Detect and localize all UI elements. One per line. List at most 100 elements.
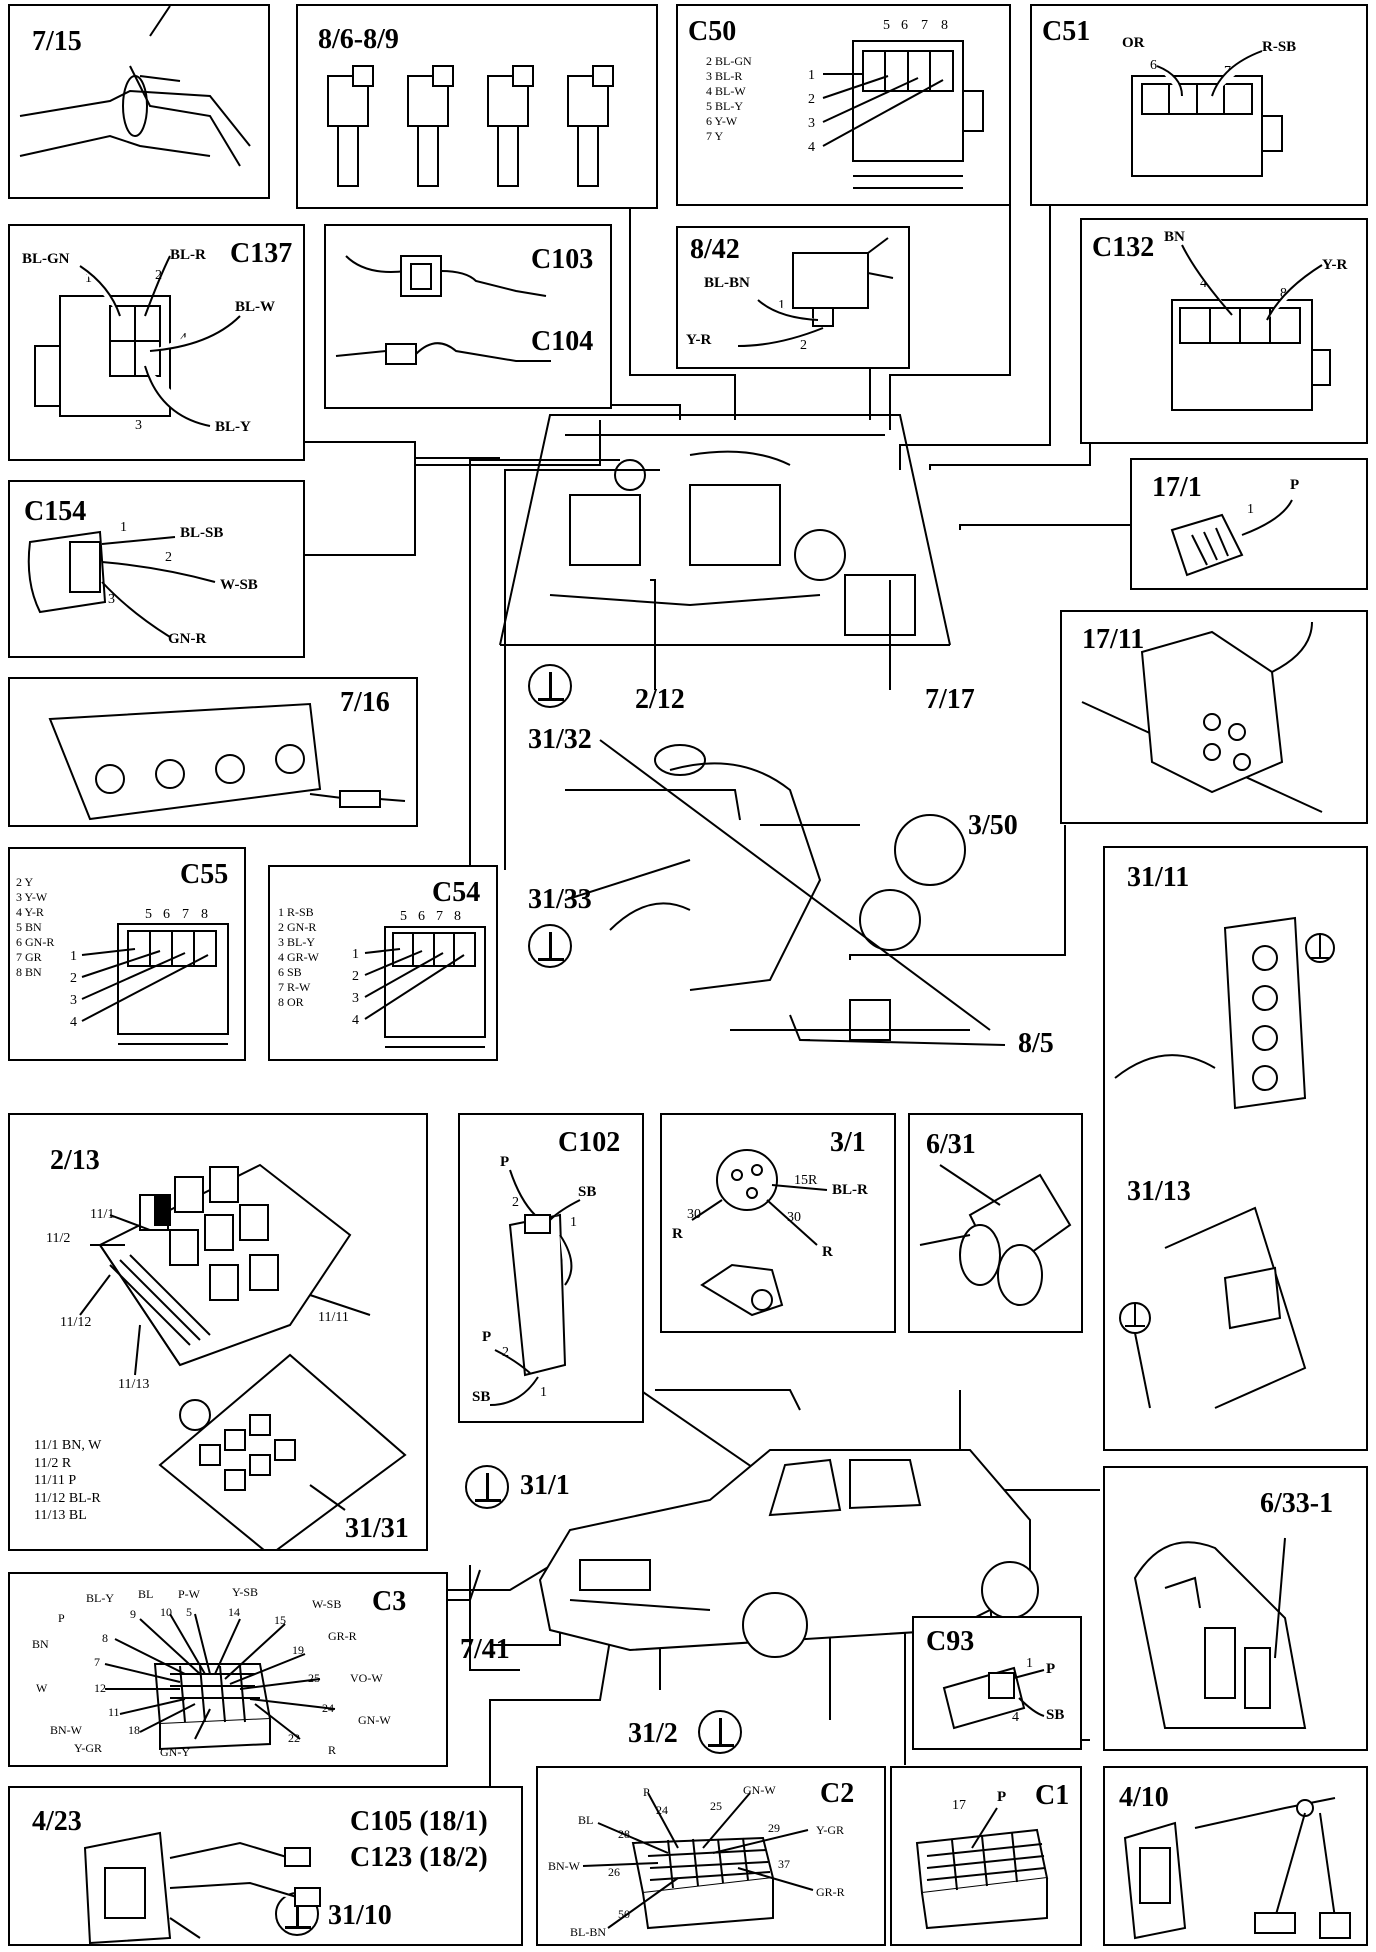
wire-color: P [58,1611,65,1625]
pin-number: 37 [778,1857,790,1871]
wire-color: GN-W [743,1783,776,1797]
panel-c55: C55 2 Y 3 Y-W 4 Y-R 5 BN 6 GN-R 7 GR 8 B… [8,847,246,1061]
engine-bay-drawing [499,414,951,646]
pin-number: 2 [352,969,359,984]
legend-item: 11/13 BL [34,1508,87,1523]
pin-number: 1 [352,947,359,962]
pin-number: 3 [808,116,815,131]
wire-color: W-SB [220,577,258,593]
panel-3-1: 3/1 15R BL-R 30 30 R R [660,1113,896,1333]
wire-color: VO-W [350,1671,383,1685]
wire-color: BL-GN [22,251,70,267]
component-label: 17/1 [1152,472,1202,503]
wire-color: GN-W [358,1713,391,1727]
connector-label: C54 [432,877,481,908]
panel-c102: C102 P SB P SB 2 1 2 1 [458,1113,644,1423]
connector-drawing [1170,499,1293,577]
relay-drawing [737,237,894,347]
wire-color: BL [138,1587,154,1601]
connector-drawing [582,1792,814,1930]
fuse-legend: 11/1 BN, W 11/2 R 11/11 P 11/12 BL-R 11/… [34,1437,101,1525]
legend-item: 3 Y-W [16,890,48,904]
panel-c132: C132 BN Y-R 4 8 [1080,218,1368,444]
legend-item: 4 BL-W [706,84,746,98]
panel-17-1: 17/1 P 1 [1130,458,1368,590]
wire-color: R [822,1244,833,1260]
wire-color: BL-W [235,299,276,315]
callout-label: 8/5 [1018,1028,1054,1059]
pin-number: 3 [135,418,142,433]
pin-number: 5 [883,18,890,33]
legend-item: 5 BL-Y [706,99,743,113]
pin-number: 2 [808,92,815,107]
connector-label: C93 [926,1626,975,1657]
pin-legend: 1 R-SB 2 GN-R 3 BL-Y 4 GR-W 6 SB 7 R-W 8… [278,905,319,1010]
component-label: 6/33-1 [1260,1488,1334,1519]
pin-number: 15 [274,1613,286,1627]
pin-number: 11 [108,1705,120,1719]
ground-points-drawing [1114,916,1335,1409]
legend-item: 8 OR [278,995,304,1009]
wire-color: SB [1046,1707,1065,1723]
callout-label: 7/41 [460,1634,510,1665]
connector-label: C104 [531,326,594,357]
pin-number: 2 [502,1345,509,1360]
pin-number: 1 [808,68,815,83]
panel-c137: C137 BL-GN BL-R BL-W BL-Y 1 2 3 4 [8,224,305,461]
component-label: 31/31 [345,1513,409,1544]
pin-number: 7 [94,1655,100,1669]
wire-color: P-W [178,1587,200,1601]
pin-number: 5 [400,909,407,924]
wire-color: GR-R [816,1885,845,1899]
wire-color: BN [1164,229,1185,245]
wire-color: P [1046,1661,1056,1677]
pin-number: 8 [201,907,208,922]
wire-color: BN [32,1637,49,1651]
connector-label: C1 [1035,1780,1070,1811]
panel-4-10: 4/10 [1103,1766,1368,1946]
wire-color: BL-BN [570,1925,606,1939]
wire-color: W [36,1681,48,1695]
callout-label: 31/33 [528,884,592,915]
legend-item: 7 GR [16,950,42,964]
pin-number: 2 [70,971,77,986]
fuse-label: 11/1 [90,1207,115,1222]
connector-label: C55 [180,859,229,890]
pin-number: 19 [292,1643,304,1657]
panel-c93: C93 P SB 1 4 [912,1616,1082,1750]
connector-drawing [822,40,984,189]
pin-number: 6 [418,909,425,924]
legend-item: 7 Y [706,129,724,143]
ground-icon [528,664,572,708]
component-label: 4/23 [32,1806,82,1837]
panel-2-13: 2/13 11/1 11/2 11/12 11/13 11/11 11/1 BN… [8,1113,428,1551]
pin-number: 8 [1280,286,1287,301]
wire-color: R [328,1743,337,1757]
wire-color: Y-GR [816,1823,845,1837]
panel-c3: C3 BL-Y BL P-W Y-SB W-SB GR-R VO-W GN-W … [8,1572,448,1767]
panel-17-11: 17/11 [1060,610,1368,824]
wire-color: SB [578,1184,597,1200]
pin-number: 7 [182,907,189,922]
control-module-drawing [83,1831,321,1944]
pin-number: 9 [130,1607,136,1621]
connector-drawing [489,1169,581,1406]
panel-c2: C2 P GN-W BL Y-GR BN-W GR-R BL-BN 24 25 … [536,1766,886,1946]
pin-number: 2 [165,550,172,565]
connector-label: C123 (18/2) [350,1842,488,1873]
connector-label: C102 [558,1127,621,1158]
pin-number: 6 [163,907,170,922]
wire-color: BL-Y [215,419,251,435]
connector-drawing [364,926,486,1048]
component-label: 3/1 [830,1127,866,1158]
engine-lower-drawing [599,739,991,1041]
wire-color: BL-Y [86,1591,114,1605]
component-label: 31/11 [1127,862,1190,893]
panel-6-31: 6/31 [908,1113,1083,1333]
connector-drawing [27,530,216,638]
wire-color: BL [578,1813,594,1827]
pin-number: 1 [570,1215,577,1230]
panel-c103-c104: C103 C104 [324,224,612,409]
pin-number: 1 [540,1385,547,1400]
panel-7-15: 7/15 [8,4,270,199]
